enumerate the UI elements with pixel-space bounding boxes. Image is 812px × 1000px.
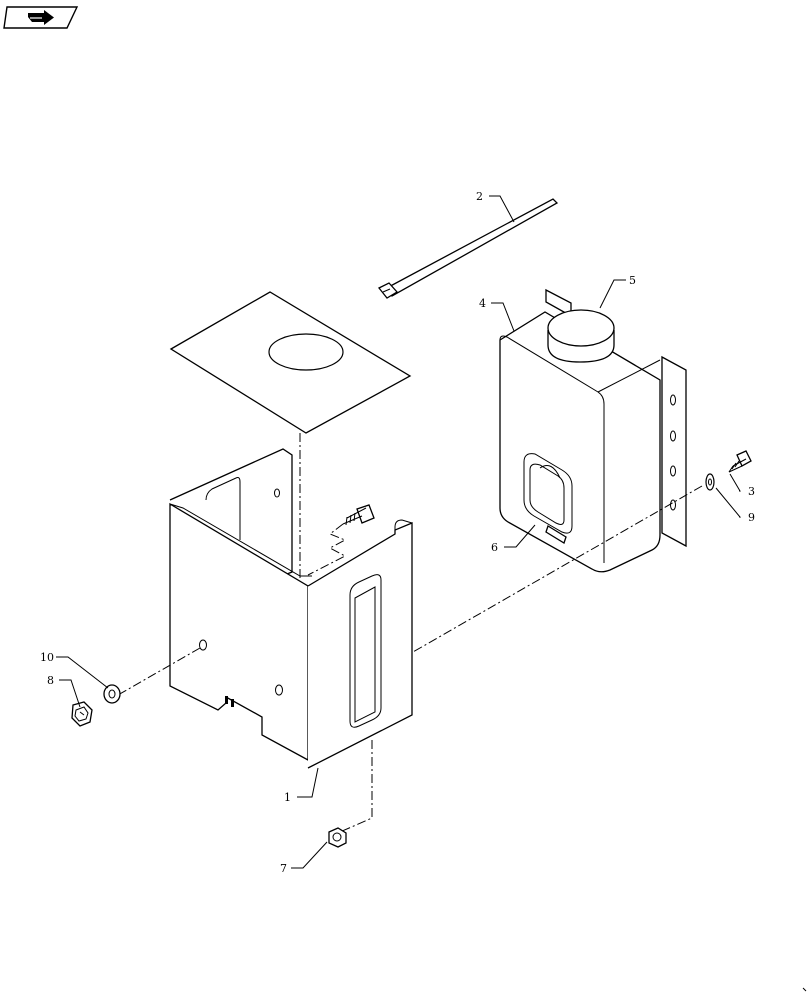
washer-9 [705, 473, 715, 491]
callout-4: 4 [479, 297, 486, 310]
gasket-sheet [169, 291, 412, 434]
nav-button[interactable] [3, 6, 79, 29]
callout-10: 10 [40, 651, 54, 664]
arrow-right-icon [28, 10, 54, 25]
tank-centerline [412, 485, 703, 653]
nut-7 [328, 827, 347, 848]
bolt-centerline [307, 523, 347, 576]
leader-lines [56, 195, 742, 869]
reservoir-tank [499, 288, 687, 573]
callout-3: 3 [748, 485, 755, 498]
reservoir-cap [547, 309, 615, 363]
callout-1: 1 [284, 791, 291, 804]
cable-tie [377, 198, 559, 299]
callout-6: 6 [491, 541, 498, 554]
callout-5: 5 [629, 274, 636, 287]
bottom-centerline [339, 740, 373, 833]
callout-8: 8 [47, 674, 54, 687]
box-side-centerline [117, 647, 201, 696]
box-bolt [342, 504, 375, 526]
callout-9: 9 [748, 511, 755, 524]
bolt-3 [728, 450, 752, 473]
corner-mark [802, 987, 807, 992]
nut-8 [71, 701, 93, 727]
callout-7: 7 [280, 862, 287, 875]
callout-2: 2 [476, 190, 483, 203]
mounting-box [169, 448, 413, 769]
callout-labels: 1 2 3 4 5 6 7 8 9 10 [40, 190, 755, 875]
washer-10 [103, 684, 121, 704]
